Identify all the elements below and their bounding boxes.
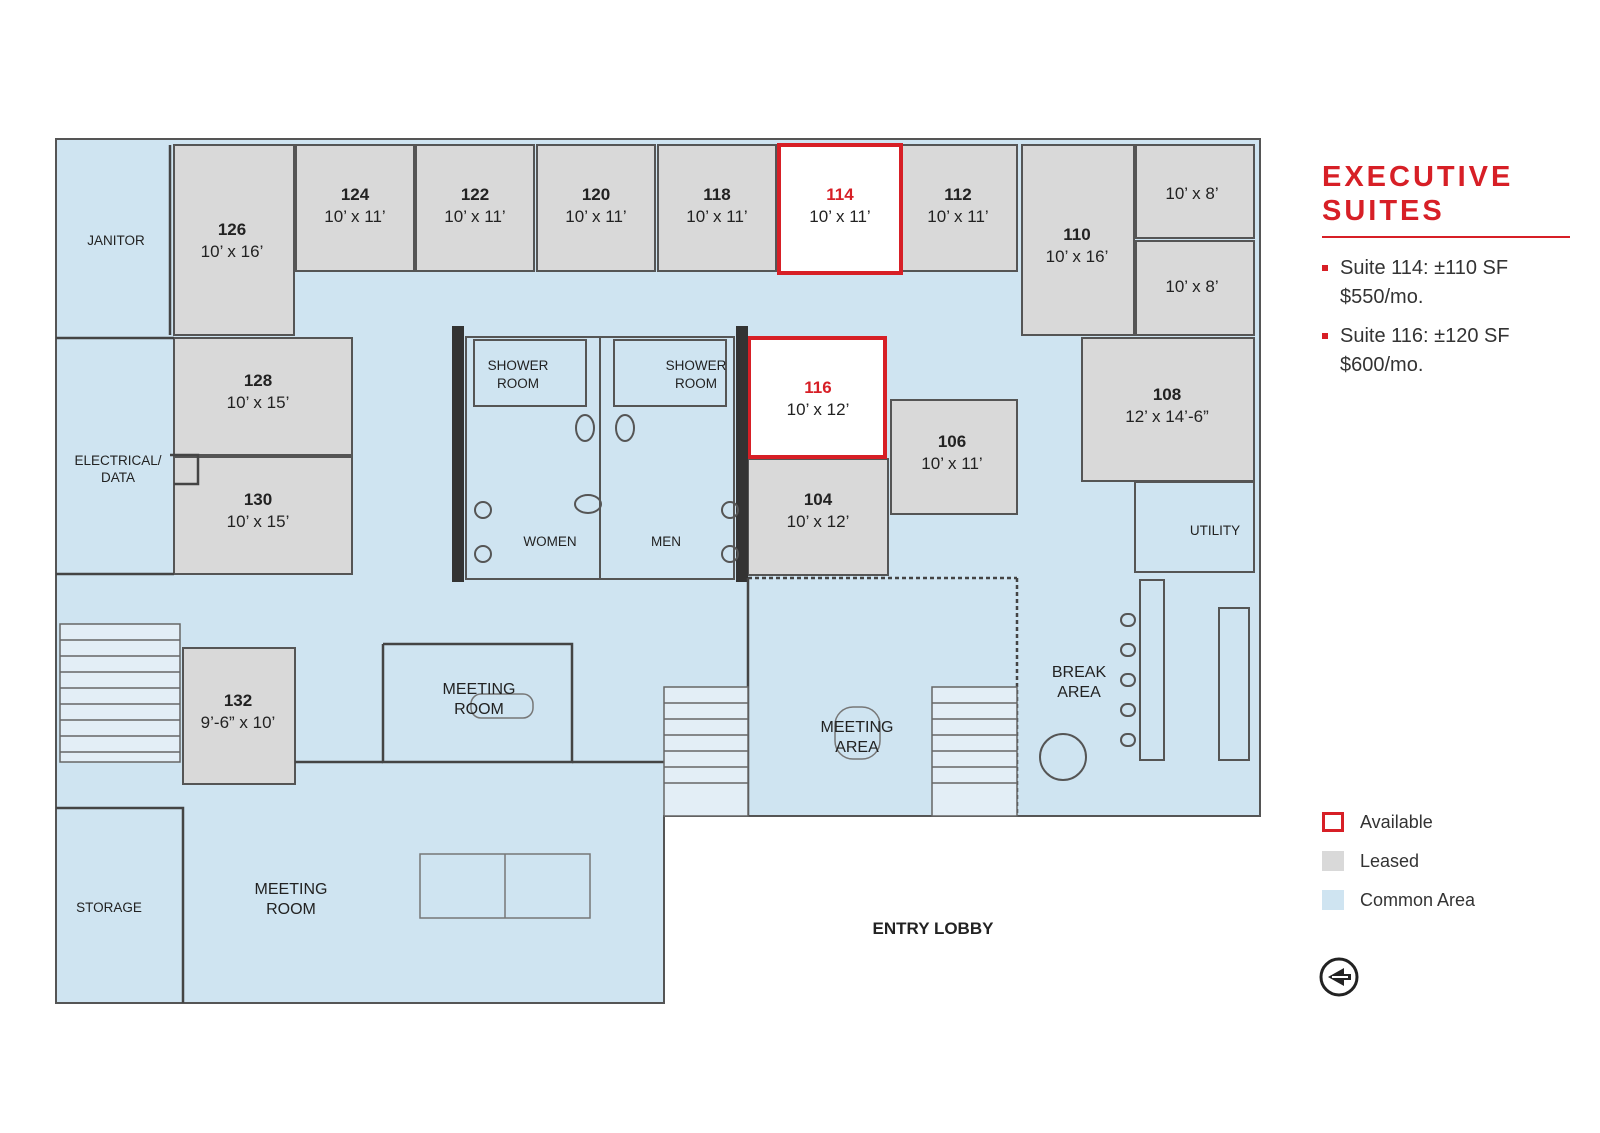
meeting-area-label-2: AREA bbox=[835, 739, 879, 756]
suite-116-outline bbox=[747, 336, 887, 459]
shower-left-label-2: ROOM bbox=[497, 376, 539, 391]
legend-common-label: Common Area bbox=[1360, 889, 1476, 910]
executive-suites-panel: EXECUTIVE SUITES Suite 114: ±110 SF $550… bbox=[1322, 160, 1572, 390]
room-114-number: 114 bbox=[826, 185, 854, 204]
room-128-number: 128 bbox=[244, 371, 272, 390]
furniture bbox=[419, 693, 881, 919]
room-124-size: 10’ x 11’ bbox=[324, 207, 385, 226]
room-126-number: 126 bbox=[218, 220, 246, 239]
suite-114-area: Suite 114: ±110 SF bbox=[1340, 257, 1509, 279]
stairs bbox=[59, 623, 1018, 817]
shower-right-label-1: SHOWER bbox=[666, 358, 727, 373]
room-120-number: 120 bbox=[582, 185, 610, 204]
suite-item-114: Suite 114: ±110 SF $550/mo. bbox=[1322, 254, 1572, 312]
available-suites bbox=[747, 143, 903, 459]
room-116-size: 10’ x 12’ bbox=[787, 400, 850, 419]
storage-label: STORAGE bbox=[76, 900, 142, 915]
room-8a-size: 10’ x 8’ bbox=[1165, 184, 1218, 203]
room-122-number: 122 bbox=[461, 185, 489, 204]
legend-leased: Leased bbox=[1322, 847, 1475, 875]
janitor-label: JANITOR bbox=[87, 233, 145, 248]
suite-item-116: Suite 116: ±120 SF $600/mo. bbox=[1322, 322, 1572, 380]
room-8b-size: 10’ x 8’ bbox=[1165, 277, 1218, 296]
room-112-number: 112 bbox=[944, 185, 971, 204]
room-124-number: 124 bbox=[341, 185, 370, 204]
room-108-size: 12’ x 14’-6” bbox=[1125, 407, 1209, 426]
utility-break bbox=[1039, 481, 1255, 781]
suite-116-area: Suite 116: ±120 SF bbox=[1340, 325, 1510, 347]
legend: Available Leased Common Area bbox=[1322, 808, 1475, 925]
room-112-size: 10’ x 11’ bbox=[927, 207, 988, 226]
leased-offices bbox=[173, 144, 1255, 785]
executive-heading-line-1: EXECUTIVE bbox=[1322, 161, 1514, 193]
room-110-size: 10’ x 16’ bbox=[1046, 247, 1109, 266]
suite-list: Suite 114: ±110 SF $550/mo. Suite 116: ±… bbox=[1322, 254, 1572, 380]
shower-left-label-1: SHOWER bbox=[488, 358, 549, 373]
room-120-size: 10’ x 11’ bbox=[565, 207, 626, 226]
meeting-room-1-label-1: MEETING bbox=[443, 681, 516, 698]
meeting-room-2-label-1: MEETING bbox=[255, 881, 328, 898]
meeting-area-label-1: MEETING bbox=[821, 719, 894, 736]
room-132-number: 132 bbox=[224, 691, 252, 710]
women-label: WOMEN bbox=[523, 534, 576, 549]
electrical-label-2: DATA bbox=[101, 470, 135, 485]
shower-right-label-2: ROOM bbox=[675, 376, 717, 391]
heading-rule bbox=[1322, 236, 1570, 238]
meeting-room-2-label-2: ROOM bbox=[266, 901, 316, 918]
legend-available-label: Available bbox=[1360, 811, 1433, 832]
room-116-number: 116 bbox=[804, 378, 831, 397]
room-104-size: 10’ x 12’ bbox=[787, 512, 850, 531]
meeting-room-1-label-2: ROOM bbox=[454, 701, 504, 718]
utility-label: UTILITY bbox=[1190, 523, 1240, 538]
entry-lobby-label: ENTRY LOBBY bbox=[873, 919, 995, 938]
legend-leased-label: Leased bbox=[1360, 850, 1420, 871]
room-118-size: 10’ x 11’ bbox=[686, 207, 747, 226]
room-104-number: 104 bbox=[804, 490, 833, 509]
room-128-size: 10’ x 15’ bbox=[227, 393, 290, 412]
available-swatch bbox=[1322, 812, 1344, 832]
leased-swatch bbox=[1322, 851, 1344, 871]
room-130-number: 130 bbox=[244, 490, 272, 509]
common-swatch bbox=[1322, 890, 1344, 910]
break-area-label-1: BREAK bbox=[1052, 664, 1107, 681]
legend-common: Common Area bbox=[1322, 886, 1475, 914]
break-area-label-2: AREA bbox=[1057, 684, 1101, 701]
room-132-size: 9’-6” x 10’ bbox=[201, 713, 276, 732]
men-label: MEN bbox=[651, 534, 681, 549]
room-122-size: 10’ x 11’ bbox=[444, 207, 505, 226]
electrical-label-1: ELECTRICAL/ bbox=[74, 453, 161, 468]
room-118-number: 118 bbox=[703, 185, 730, 204]
restroom-block bbox=[452, 326, 748, 582]
room-labels: 124 10’ x 11’ 122 10’ x 11’ 120 10’ x 11… bbox=[74, 184, 1240, 938]
north-arrow-icon bbox=[1319, 957, 1359, 997]
executive-heading-line-2: SUITES bbox=[1322, 195, 1445, 227]
legend-available: Available bbox=[1322, 808, 1475, 836]
room-114-size: 10’ x 11’ bbox=[809, 207, 870, 226]
room-126-size: 10’ x 16’ bbox=[201, 242, 264, 261]
room-130-size: 10’ x 15’ bbox=[227, 512, 290, 531]
suite-114-price: $550/mo. bbox=[1340, 286, 1424, 308]
suite-116-price: $600/mo. bbox=[1340, 354, 1424, 376]
suite-114-outline bbox=[777, 143, 903, 275]
room-108-number: 108 bbox=[1153, 385, 1181, 404]
room-110-number: 110 bbox=[1063, 225, 1090, 244]
room-106-size: 10’ x 11’ bbox=[921, 454, 982, 473]
room-106-number: 106 bbox=[938, 432, 966, 451]
